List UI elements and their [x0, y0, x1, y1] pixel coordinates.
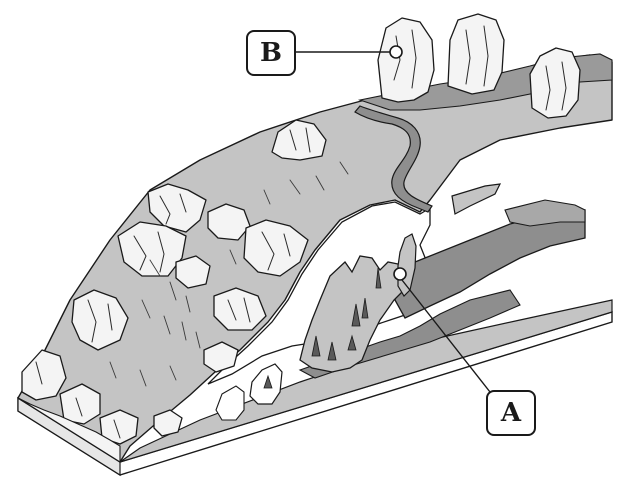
tower-rock-1 [378, 18, 434, 102]
marker-b [390, 46, 402, 58]
label-b: B [246, 30, 296, 76]
label-a: A [486, 390, 536, 436]
cave-slab [452, 184, 500, 214]
marker-a [394, 268, 406, 280]
cave-right-chamber [505, 200, 585, 226]
pavement-block-11 [154, 410, 182, 436]
tower-rock-2 [448, 14, 504, 94]
tower-rock-3 [530, 48, 580, 118]
pillar-left-fragment-2 [216, 386, 244, 420]
